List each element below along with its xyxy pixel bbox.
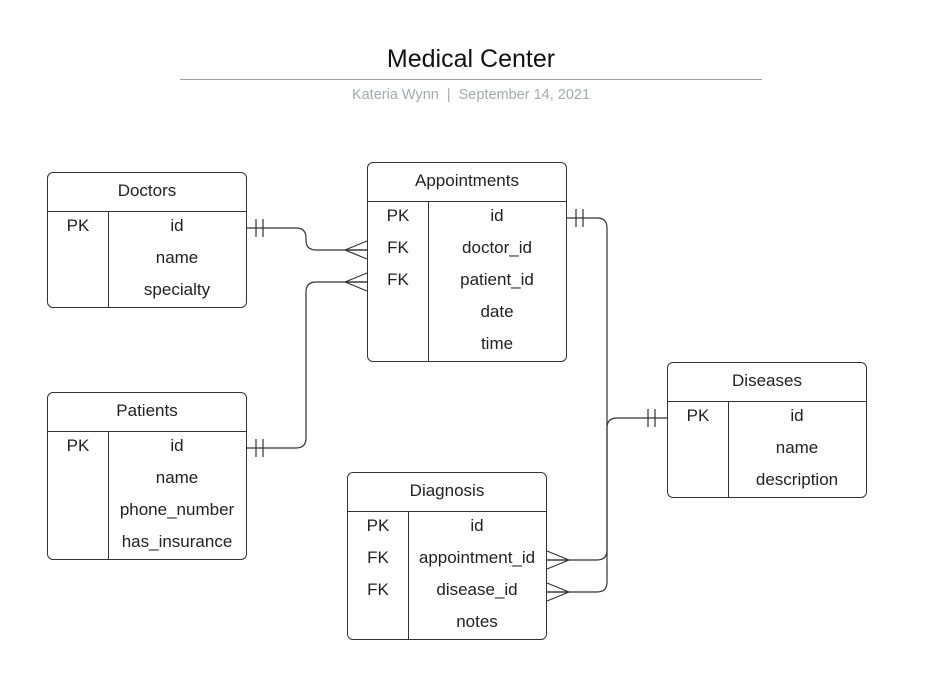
field-row: date (368, 298, 566, 330)
subtitle-separator: | (446, 87, 451, 103)
key-column-divider (108, 212, 109, 307)
field-name: name (775, 438, 819, 457)
field-row: name (668, 434, 866, 466)
key-label: PK (386, 206, 410, 225)
field-name: disease_id (436, 580, 518, 599)
field-row: description (668, 466, 866, 498)
key-label: PK (366, 516, 390, 535)
field-row: FK doctor_id (368, 234, 566, 266)
connector-patients-appointments (247, 281, 367, 449)
key-label: FK (367, 580, 389, 599)
field-row: name (48, 464, 246, 496)
key-label: PK (66, 216, 90, 235)
field-row: FK patient_id (368, 266, 566, 298)
field-name: phone_number (119, 500, 235, 519)
one-marker-appointments (575, 209, 584, 227)
field-name: time (480, 334, 514, 353)
entity-appointments[interactable]: Appointments PK id FK doctor_id FK patient_… (367, 162, 567, 362)
field-row: phone_number (48, 496, 246, 528)
field-row: PK id (368, 202, 566, 234)
one-marker-diseases (647, 409, 656, 427)
field-row: PK id (48, 432, 246, 464)
connector-diseases-diagnosis (547, 417, 667, 593)
field-name: notes (456, 612, 498, 631)
many-marker-diagnosis-disease (546, 582, 570, 602)
field-name: id (170, 216, 184, 235)
field-name: date (480, 302, 514, 321)
connector-doctors-appointments (247, 227, 367, 251)
field-row: name (48, 244, 246, 276)
key-column-divider (428, 202, 429, 361)
field-row: has_insurance (48, 528, 246, 560)
one-marker-doctors (255, 219, 264, 237)
entity-title-patients: Patients (48, 393, 246, 432)
field-name: id (790, 406, 804, 425)
field-name: name (155, 468, 199, 487)
field-name: specialty (143, 280, 211, 299)
field-name: patient_id (460, 270, 534, 289)
many-marker-appointments-patient (344, 272, 368, 292)
field-name: has_insurance (121, 532, 233, 551)
field-name: id (170, 436, 184, 455)
field-row: specialty (48, 276, 246, 308)
entity-patients[interactable]: Patients PK id name phone_number has_insu… (47, 392, 247, 560)
author-name: Kateria Wynn (351, 87, 439, 103)
field-row: FK disease_id (348, 576, 546, 608)
field-row: PK id (48, 212, 246, 244)
key-label: FK (367, 548, 389, 567)
field-name: doctor_id (462, 238, 532, 257)
entity-title-diagnosis: Diagnosis (348, 473, 546, 512)
field-row: FK appointment_id (348, 544, 546, 576)
key-column-divider (108, 432, 109, 559)
key-column-divider (408, 512, 409, 639)
key-label: FK (387, 238, 409, 257)
field-name: description (755, 470, 839, 489)
entity-title-doctors: Doctors (48, 173, 246, 212)
diagram-date: September 14, 2021 (458, 87, 591, 103)
field-name: name (155, 248, 199, 267)
key-label: FK (387, 270, 409, 289)
many-marker-appointments-doctor (344, 240, 368, 260)
field-row: notes (348, 608, 546, 640)
key-label: PK (686, 406, 710, 425)
key-label: PK (66, 436, 90, 455)
many-marker-diagnosis-appointment (546, 550, 570, 570)
one-marker-patients (255, 439, 264, 457)
field-row: time (368, 330, 566, 362)
diagram-subtitle: Kateria Wynn | September 14, 2021 (180, 87, 762, 103)
entity-diagnosis[interactable]: Diagnosis PK id FK appointment_id FK diseas… (347, 472, 547, 640)
connector-appointments-diagnosis (547, 217, 608, 561)
field-name: id (470, 516, 484, 535)
title-divider (180, 79, 762, 80)
diagram-title: Medical Center (386, 45, 556, 73)
field-name: appointment_id (418, 548, 536, 567)
entity-title-diseases: Diseases (668, 363, 866, 402)
key-column-divider (728, 402, 729, 497)
entity-doctors[interactable]: Doctors PK id name specialty (47, 172, 247, 308)
field-row: PK id (668, 402, 866, 434)
entity-diseases[interactable]: Diseases PK id name description (667, 362, 867, 498)
field-name: id (490, 206, 504, 225)
field-row: PK id (348, 512, 546, 544)
entity-title-appointments: Appointments (368, 163, 566, 202)
